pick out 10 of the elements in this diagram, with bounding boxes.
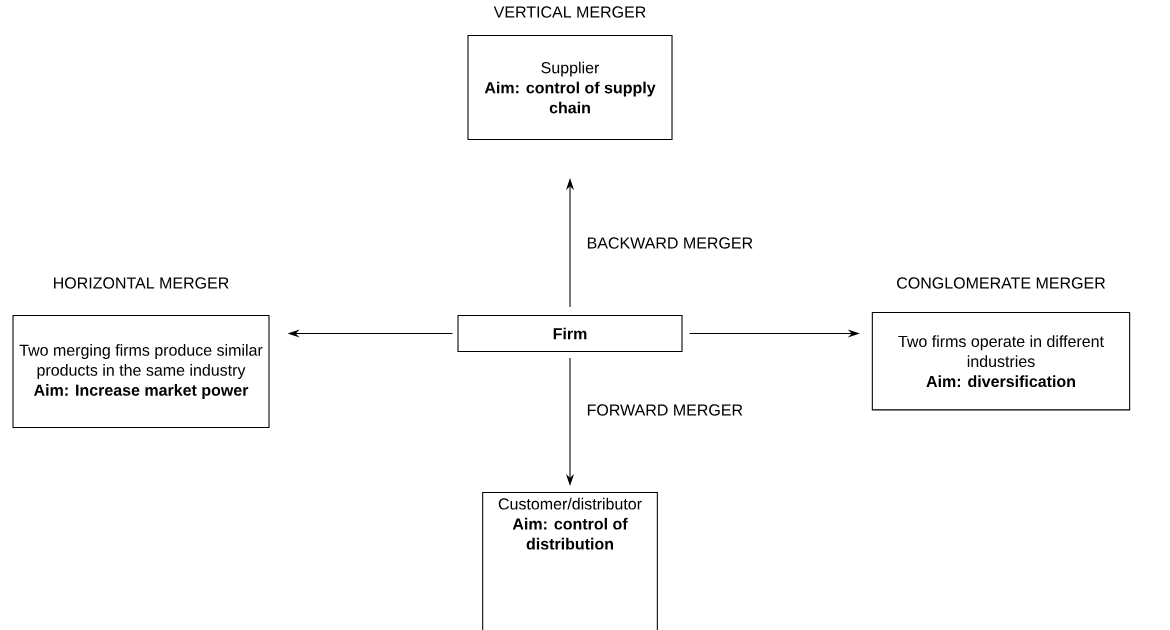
heading-text: HORIZONTAL MERGER (54, 277, 229, 289)
text-box: Firm (457, 315, 683, 353)
text-box: Two merging firms produce similar products in the same industry Aim: Increase market power (12, 315, 270, 429)
text-box: Supplier Aim: control of supply chain (467, 35, 673, 141)
edge-label: BACKWARD MERGER (587, 237, 753, 249)
text-box: Two firms operate in different industries Aim: diversification (871, 312, 1131, 411)
heading-text: CONGLOMERATE MERGER (897, 277, 1105, 289)
edge-label: FORWARD MERGER (587, 404, 743, 416)
text-box: Customer/distributor Aim: control of distribution (482, 492, 658, 630)
heading-text: VERTICAL MERGER (493, 6, 646, 18)
